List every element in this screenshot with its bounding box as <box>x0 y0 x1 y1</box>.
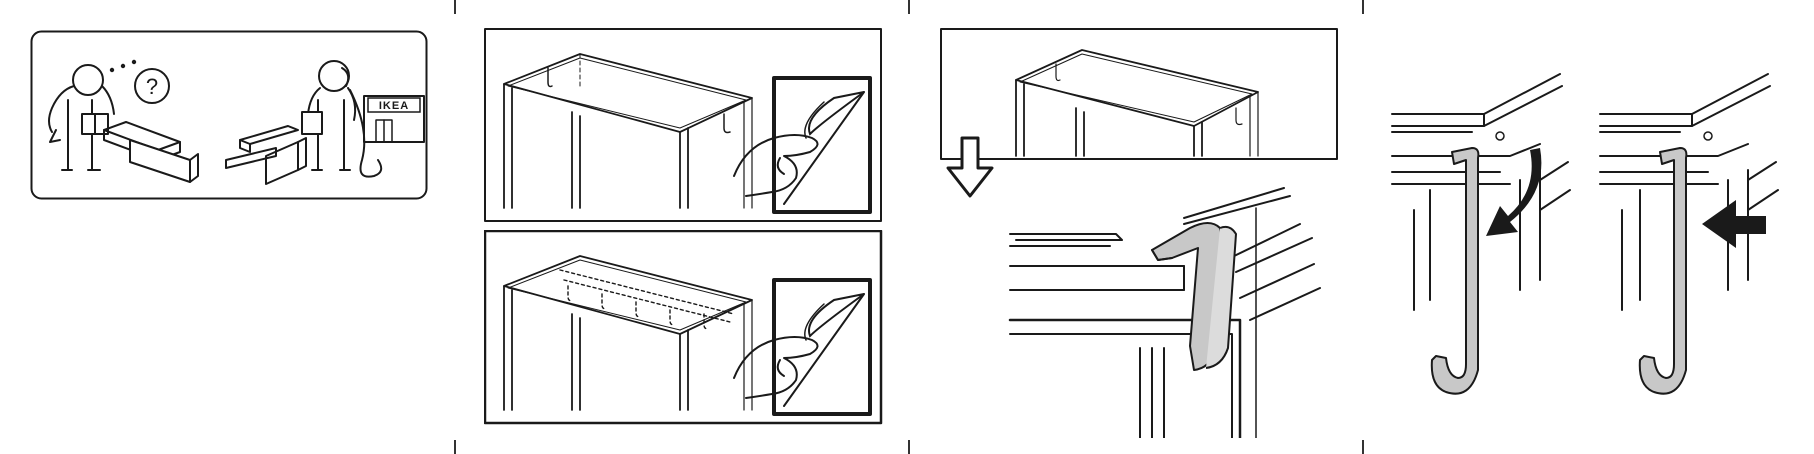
fold-mark-bottom-1 <box>454 440 456 454</box>
svg-text:IKEA: IKEA <box>379 100 409 112</box>
step-apply-stickers-top <box>484 230 884 426</box>
fold-mark-top-3 <box>1362 0 1364 14</box>
zoomed-shelf-corner <box>1010 188 1320 438</box>
shelf-edge-right <box>1600 74 1778 310</box>
peel-sticker-icon <box>774 78 870 212</box>
shelf-frame-top-view <box>1016 50 1258 156</box>
svg-text:?: ? <box>146 74 158 99</box>
step-attach-hook-detail <box>940 28 1350 438</box>
arrow-left-icon <box>1702 200 1766 248</box>
fold-mark-bottom-2 <box>908 440 910 454</box>
step-hook-rotate-and-slide <box>1390 60 1810 410</box>
question-mark-icon: ? <box>135 69 169 103</box>
furniture-pieces-left <box>104 122 198 182</box>
ikea-store-icon: IKEA <box>364 96 424 142</box>
fold-mark-bottom-3 <box>1362 440 1364 454</box>
help-panel: ? <box>30 30 428 200</box>
fold-mark-top-1 <box>454 0 456 14</box>
step-apply-stickers-side <box>484 28 884 224</box>
fold-mark-top-2 <box>908 0 910 14</box>
person-on-phone-figure <box>302 61 381 177</box>
shelf-frame <box>504 256 752 410</box>
shelf-frame <box>504 54 752 208</box>
furniture-pieces-right <box>226 126 306 184</box>
arrow-down-icon <box>948 138 992 196</box>
shelf-edge-left <box>1392 74 1570 310</box>
hook-row-dashed <box>560 270 734 329</box>
bolt-head <box>1496 132 1504 140</box>
curved-arrow-icon <box>1486 148 1541 236</box>
hook-outline-small <box>548 68 730 133</box>
thinking-dots <box>110 60 136 72</box>
peel-sticker-icon <box>774 280 870 414</box>
confused-person-figure <box>49 65 114 170</box>
bolt-head <box>1704 132 1712 140</box>
